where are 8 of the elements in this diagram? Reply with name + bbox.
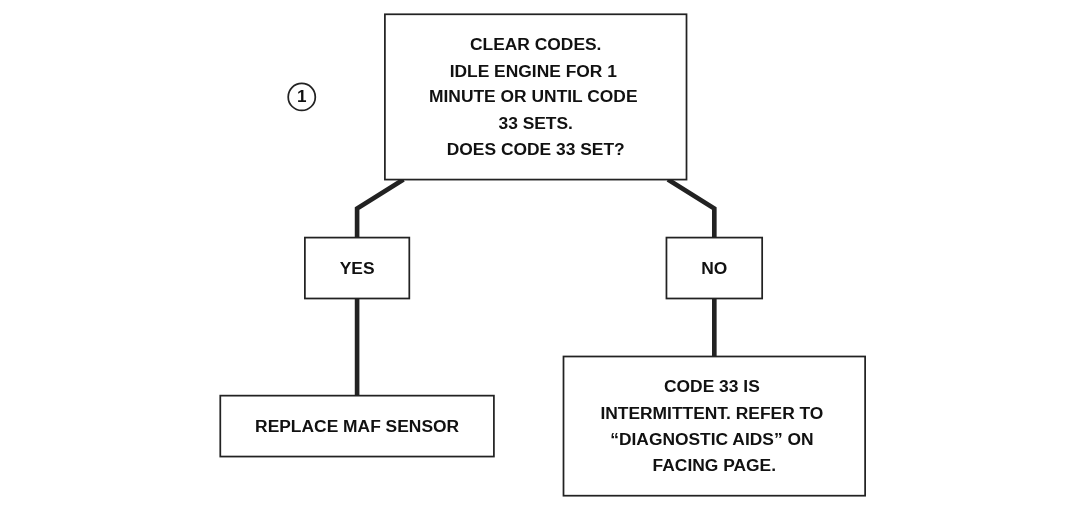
node-circle: 1 xyxy=(287,82,317,112)
node-box: YES xyxy=(304,236,411,300)
node-box: CODE 33 IS INTERMITTENT. REFER TO “DIAGNOSTIC AIDS” ON FACING PAGE. xyxy=(562,355,867,497)
connector xyxy=(355,298,360,396)
node-box: CLEAR CODES. IDLE ENGINE FOR 1 MINUTE OR UNTIL CODE 33 SETS. DOES CODE 33 SET? xyxy=(384,13,688,181)
node-box: REPLACE MAF SENSOR xyxy=(219,394,496,458)
connector xyxy=(712,298,717,357)
node-box: NO xyxy=(665,236,764,300)
